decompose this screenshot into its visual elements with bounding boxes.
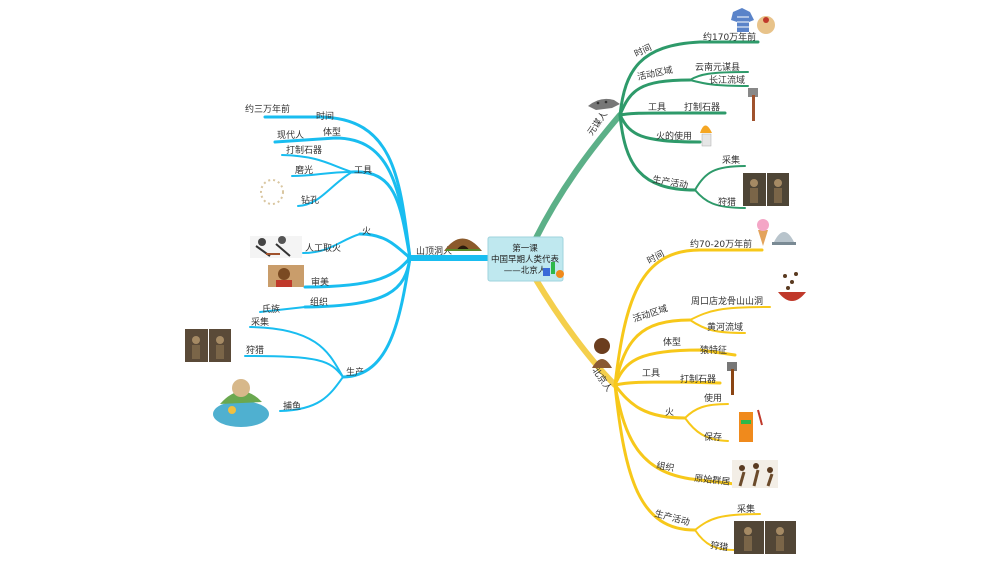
sd-tools-item-3[interactable]: 钻孔 [301,194,319,206]
sd-tools-label[interactable]: 工具 [354,165,372,176]
hunting-photo-icon [734,521,796,554]
sd-org-value[interactable]: 氏族 [262,303,280,315]
fishing-icon [213,379,269,427]
center-line-2: 中国早期人类代表 [491,254,560,265]
ym-prod-item-1[interactable]: 采集 [722,154,740,166]
bj-time-value[interactable]: 约70-20万年前 [690,238,752,250]
sd-prod-label[interactable]: 生产 [346,366,364,378]
stone-axe-icon [748,88,758,121]
bj-body-label[interactable]: 体型 [663,336,681,348]
bj-time-label[interactable]: 时间 [645,248,667,267]
clothes-icon [731,8,775,34]
jaguar-icon [588,98,620,110]
matches-icon [739,409,763,442]
yuanmou-labels: 元谋人 时间 约170万年前 活动区域 云南元谋县 长江流域 工具 打制石器 火… [585,31,756,208]
bj-tools-value[interactable]: 打制石器 [680,373,716,385]
fire-making-icon [250,236,302,258]
ym-area-item-1[interactable]: 云南元谋县 [695,61,740,73]
beijing-labels: 北京人 时间 约70-20万年前 活动区域 周口店龙骨山山洞 黄河流域 体型 猿… [590,238,763,553]
bj-prod-item-2[interactable]: 狩猎 [710,539,730,553]
cave-icon [444,238,482,251]
icecream-icon [757,219,769,246]
sd-fire-label[interactable]: 火 [362,226,371,237]
gift-icon [543,262,564,278]
bj-tools-label[interactable]: 工具 [642,368,660,379]
bowl-icon [778,272,806,301]
sd-aesthetic-label[interactable]: 审美 [311,276,329,288]
bj-area-item-1[interactable]: 周口店龙骨山山洞 [691,295,763,307]
portrait-icon [268,265,304,287]
ym-tools-value[interactable]: 打制石器 [684,101,720,113]
sd-prod-item-1[interactable]: 采集 [251,316,269,328]
bj-org-value[interactable]: 原始群居 [694,472,731,488]
beijing-branch-lines [532,248,771,551]
stone-axe-icon [727,362,737,395]
bj-fire-item-1[interactable]: 使用 [704,392,722,404]
sd-tools-item-2[interactable]: 磨光 [295,164,313,176]
necklace-icon [260,179,284,205]
bj-prod-item-1[interactable]: 采集 [737,503,755,515]
ym-area-item-2[interactable]: 长江流域 [709,74,745,86]
yuanmou-branch-lines [532,40,760,243]
sd-time-label[interactable]: 时间 [316,110,334,122]
ym-time-value[interactable]: 约170万年前 [703,31,756,43]
sd-tools-item-1[interactable]: 打制石器 [286,144,322,156]
sd-body-label[interactable]: 体型 [323,126,341,138]
sd-time-value[interactable]: 约三万年前 [245,103,290,115]
bj-fire-item-2[interactable]: 保存 [704,431,722,443]
bj-area-item-2[interactable]: 黄河流域 [707,321,743,333]
center-line-3: ——北京人 [504,265,547,276]
hunting-photo-icon [743,173,789,206]
shandingdong-node[interactable]: 山顶洞人 [416,246,452,257]
ym-prod-item-2[interactable]: 狩猎 [718,196,736,208]
bell-icon [772,232,796,245]
caveman-icon [592,338,612,368]
sd-prod-item-3[interactable]: 捕鱼 [283,400,301,412]
ym-time-label[interactable]: 时间 [632,41,653,59]
ym-tools-label[interactable]: 工具 [648,102,666,113]
hunting-photo-icon [185,329,231,362]
bj-org-label[interactable]: 组织 [655,459,675,474]
sd-org-label[interactable]: 组织 [310,296,328,308]
torch-icon [700,125,712,147]
sd-fire-value[interactable]: 人工取火 [305,243,341,254]
bj-body-value[interactable]: 猿特征 [700,344,727,356]
tribe-icon [732,460,778,488]
shandingdong-labels: 山顶洞人 时间 约三万年前 体型 现代人 工具 打制石器 磨光 钻孔 火 人工取… [245,103,452,412]
center-topic[interactable]: 第一课 中国早期人类代表 ——北京人 [487,236,564,282]
sd-prod-item-2[interactable]: 狩猎 [246,344,264,356]
bj-fire-label[interactable]: 火 [665,407,674,418]
ym-fire-label[interactable]: 火的使用 [656,130,692,142]
shandingdong-branch-lines [244,115,493,412]
center-line-1: 第一课 [512,243,538,254]
sd-body-value[interactable]: 现代人 [277,130,304,141]
